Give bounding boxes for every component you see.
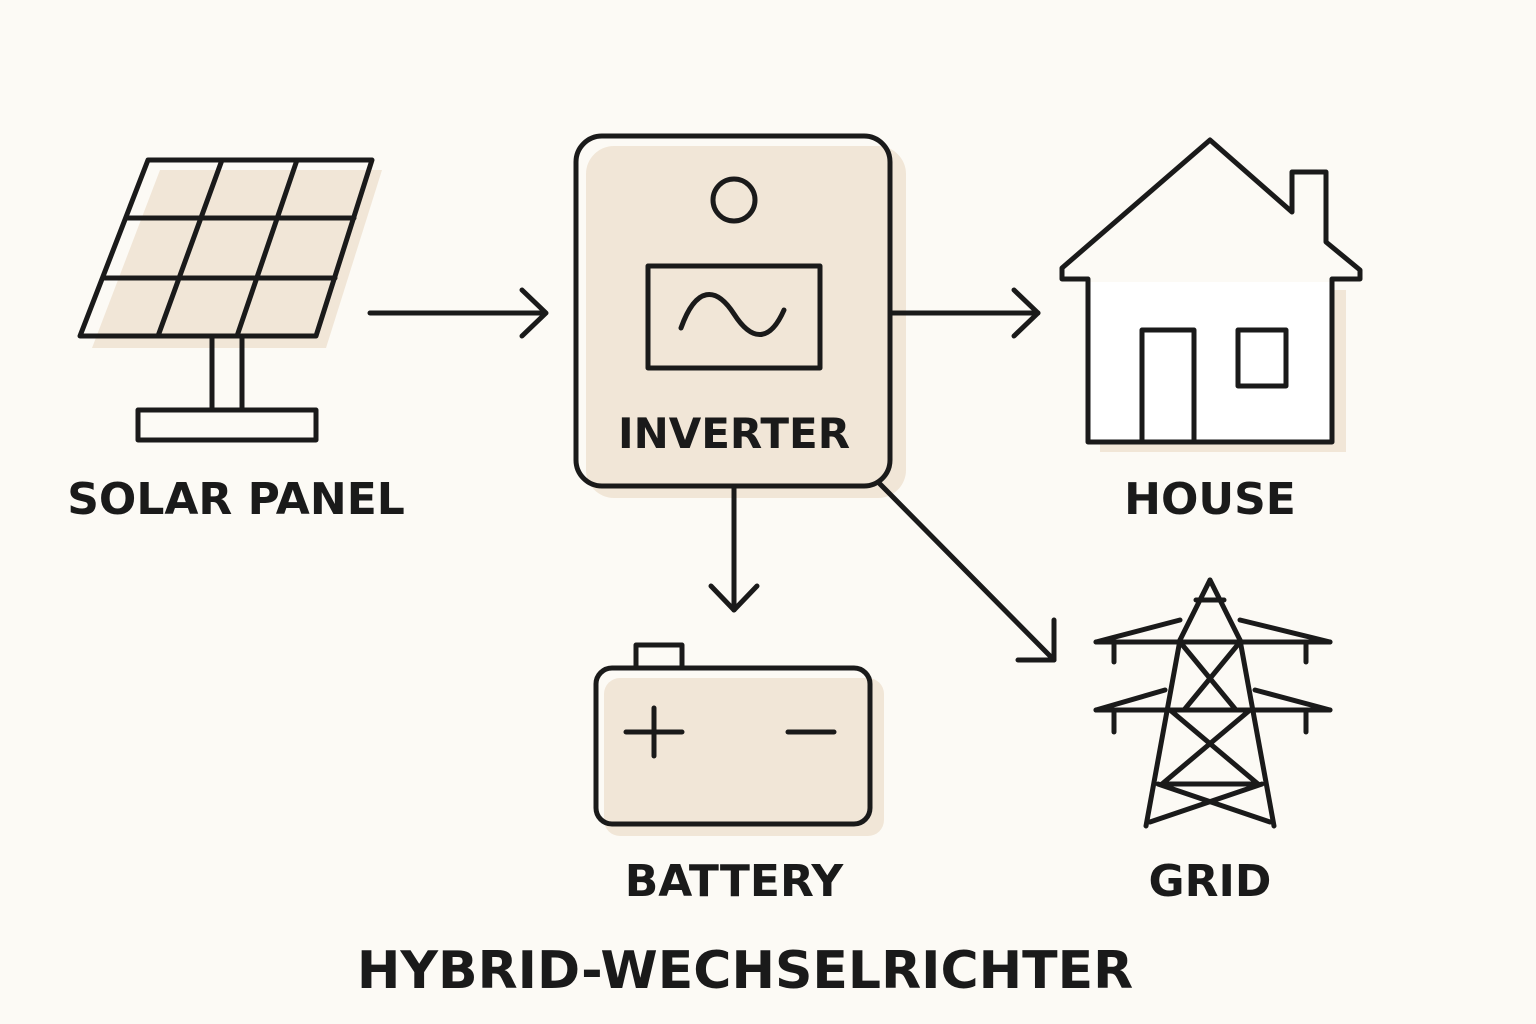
inverter-label: INVERTER (618, 409, 850, 458)
battery-plus-icon (623, 705, 685, 759)
house-label: HOUSE (1124, 474, 1296, 525)
solar-panel-label: SOLAR PANEL (67, 474, 405, 525)
battery-icon (593, 642, 884, 836)
sine-wave-icon (678, 292, 787, 337)
arrow-inverter-to-battery (708, 485, 760, 613)
arrow-inverter-to-grid (877, 481, 1057, 663)
grid-label: GRID (1149, 856, 1272, 907)
house-icon (1059, 137, 1363, 452)
solar-panel-icon (77, 157, 382, 443)
arrow-inverter-to-house (889, 287, 1041, 339)
diagram-title: HYBRID-WECHSELRICHTER (357, 941, 1133, 1001)
battery-label: BATTERY (625, 856, 845, 907)
arrow-solar-to-inverter (367, 287, 549, 339)
inverter-icon (573, 133, 906, 498)
power-tower-icon (1093, 577, 1333, 829)
